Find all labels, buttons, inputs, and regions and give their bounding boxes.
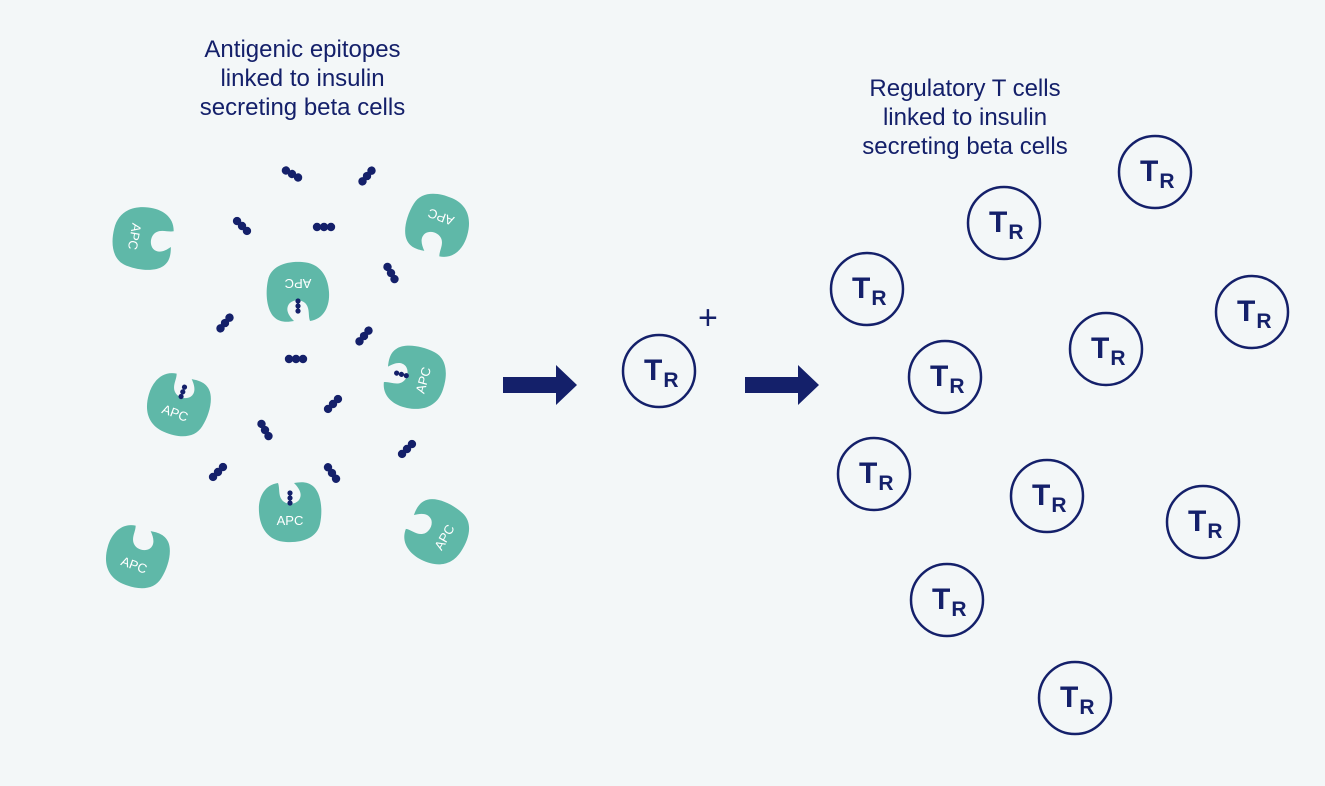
treg-cell: TR bbox=[621, 333, 697, 409]
treg-label: TR bbox=[932, 583, 967, 621]
epitope-chain bbox=[355, 326, 373, 346]
epitope-chain bbox=[232, 216, 252, 236]
treg-cell: TR bbox=[1009, 458, 1085, 534]
apc-cell-group: APC APC APC APC APC APC APC APC bbox=[105, 193, 470, 589]
epitope-chain bbox=[358, 166, 376, 186]
treg-label: TR bbox=[989, 206, 1024, 244]
treg-label: TR bbox=[1188, 505, 1223, 543]
epitope-group bbox=[208, 166, 417, 483]
treg-cell: TR bbox=[836, 436, 912, 512]
treg-cell: TR bbox=[829, 251, 905, 327]
apc-cell: APC bbox=[404, 499, 469, 565]
apc-cell: APC bbox=[112, 207, 174, 270]
epitope-chain bbox=[397, 439, 417, 459]
arrow-right-icon bbox=[503, 365, 577, 405]
treg-label: TR bbox=[852, 272, 887, 310]
epitope-chain bbox=[312, 222, 336, 232]
epitope-chain bbox=[323, 463, 341, 483]
right-caption: Regulatory T cells linked to insulin sec… bbox=[862, 75, 1068, 160]
treg-cell: TR bbox=[907, 339, 983, 415]
apc-cell: APC bbox=[258, 482, 322, 543]
apc-cell: APC bbox=[383, 345, 446, 409]
apc-cell: APC bbox=[105, 525, 170, 589]
treg-cell: TR bbox=[1214, 274, 1290, 350]
apc-cell: APC bbox=[405, 193, 470, 257]
treg-cell: TR bbox=[1068, 311, 1144, 387]
arrow-group bbox=[503, 365, 819, 405]
treg-cell: TR bbox=[1037, 660, 1113, 736]
epitope-chain bbox=[281, 166, 303, 182]
plus-sign: + bbox=[698, 299, 718, 337]
treg-cell-group: TR TR TR TR TR TR TR TR TR TR TR TR bbox=[621, 134, 1290, 736]
treg-cell: TR bbox=[966, 185, 1042, 261]
treg-cell: TR bbox=[1117, 134, 1193, 210]
left-caption: Antigenic epitopes linked to insulin sec… bbox=[199, 36, 406, 121]
apc-label: APC bbox=[413, 365, 434, 395]
treg-label: TR bbox=[859, 457, 894, 495]
epitope-chain bbox=[284, 354, 308, 364]
apc-label: APC bbox=[285, 276, 312, 291]
epitope-chain bbox=[323, 394, 343, 414]
treg-cell: TR bbox=[1165, 484, 1241, 560]
epitope-chain bbox=[257, 419, 273, 441]
treg-label: TR bbox=[1032, 479, 1067, 517]
apc-label: APC bbox=[277, 513, 304, 528]
epitope-chain bbox=[383, 262, 399, 284]
apc-cell: APC bbox=[146, 373, 211, 437]
apc-cell: APC bbox=[266, 261, 330, 322]
epitope-chain bbox=[216, 313, 234, 333]
apc-label: APC bbox=[125, 222, 144, 251]
epitope-chain bbox=[208, 462, 228, 482]
arrow-right-icon bbox=[745, 365, 819, 405]
treg-cell: TR bbox=[909, 562, 985, 638]
